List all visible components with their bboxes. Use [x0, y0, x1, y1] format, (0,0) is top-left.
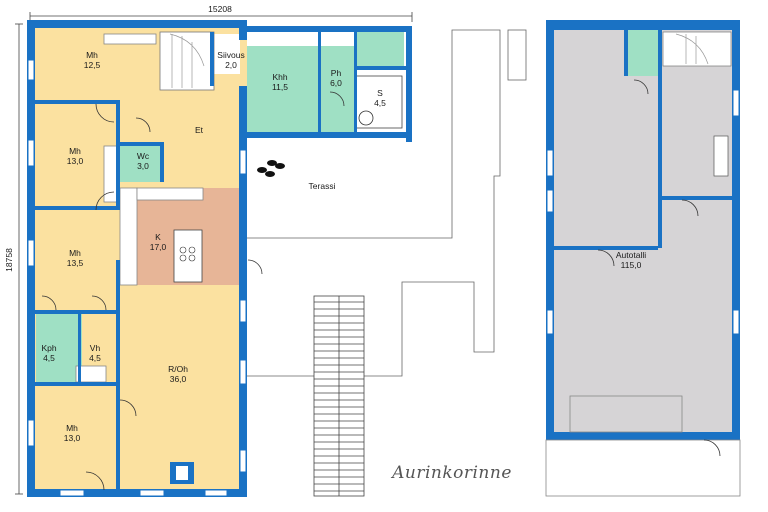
room-area-kph: 4,5 — [43, 353, 55, 363]
sauna-bench — [355, 75, 403, 129]
room-area-s: 4,5 — [374, 98, 386, 108]
garage-wc-floor — [628, 30, 658, 76]
driveway — [545, 439, 741, 497]
room-name-roh: R/Oh — [168, 364, 188, 374]
house-doors — [41, 91, 345, 491]
footsteps — [257, 160, 285, 177]
garage-wc-door — [633, 79, 649, 95]
room-area-khh: 11,5 — [272, 82, 288, 92]
kitchen-island — [173, 229, 203, 283]
room-labels: Mh12,5Siivous2,0Khh11,5Ph6,0S4,5Mh13,0Et… — [41, 50, 386, 443]
kph-floor — [36, 314, 82, 384]
siivous-floor — [214, 34, 240, 74]
wc-floor — [120, 146, 164, 182]
garage-windows — [546, 89, 740, 335]
ph-floor — [318, 46, 354, 132]
garage-stair-treads — [675, 33, 709, 65]
room-name-s: S — [377, 88, 383, 98]
room-area-roh: 36,0 — [170, 374, 187, 384]
kitchen-counter — [119, 187, 138, 286]
stair-treads — [169, 33, 205, 88]
height-dimension-label: 18758 — [4, 248, 14, 272]
garage-door-2 — [681, 199, 699, 217]
room-name-mh4: Mh — [66, 423, 78, 433]
sauna-stove-icon — [358, 110, 374, 126]
garage-door-opening — [569, 395, 683, 433]
room-area-mh2: 13,0 — [67, 156, 84, 166]
room-area-mh3: 13,5 — [67, 258, 84, 268]
garage-floor — [550, 24, 736, 436]
room-name-khh: Khh — [272, 72, 287, 82]
room-area-vh: 4,5 — [89, 353, 101, 363]
dimension-lines — [15, 12, 413, 495]
garage-walls — [546, 20, 740, 440]
width-dimension-label: 15208 — [208, 4, 232, 14]
room-name-mh1: Mh — [86, 50, 98, 60]
room-name-wc: Wc — [137, 151, 150, 161]
stove-icon — [179, 246, 196, 262]
garage-shelf — [713, 135, 729, 177]
room-name-vh: Vh — [90, 343, 101, 353]
room-area-mh1: 12,5 — [84, 60, 101, 70]
driveway-door — [703, 439, 721, 457]
room-area-k: 17,0 — [150, 242, 167, 252]
room-name-k: K — [155, 232, 161, 242]
khh-floor — [247, 46, 318, 132]
room-name-mh2: Mh — [69, 146, 81, 156]
room-name-kph: Kph — [41, 343, 56, 353]
room-name-mh3: Mh — [69, 248, 81, 258]
brand-label: Aurinkorinne — [390, 463, 512, 483]
outdoor-stairs — [313, 295, 365, 497]
fireplace-opening — [176, 466, 188, 480]
room-area-mh4: 13,0 — [64, 433, 81, 443]
shower-floor — [354, 32, 404, 66]
room-name-ph: Ph — [331, 68, 342, 78]
room-name-siivous: Siivous — [217, 50, 244, 60]
room-name-et: Et — [195, 125, 204, 135]
garage-plan — [545, 20, 741, 497]
room-area-wc: 3,0 — [137, 161, 149, 171]
terrace — [247, 29, 527, 377]
garage-stair — [662, 31, 732, 67]
room-name-terassi: Terassi — [309, 181, 336, 191]
room-area-siivous: 2,0 — [225, 60, 237, 70]
laundry-counter — [247, 32, 318, 46]
garage-area: 115,0 — [621, 260, 642, 270]
kitchen-counter-top — [136, 187, 204, 201]
house-plan — [27, 20, 412, 497]
stair-well — [159, 31, 215, 91]
stair-steps — [314, 301, 364, 492]
garage-door — [597, 249, 615, 267]
closet — [103, 33, 157, 45]
room-area-ph: 6,0 — [330, 78, 342, 88]
garage-name: Autotalli — [616, 250, 646, 260]
house-windows — [27, 59, 247, 497]
